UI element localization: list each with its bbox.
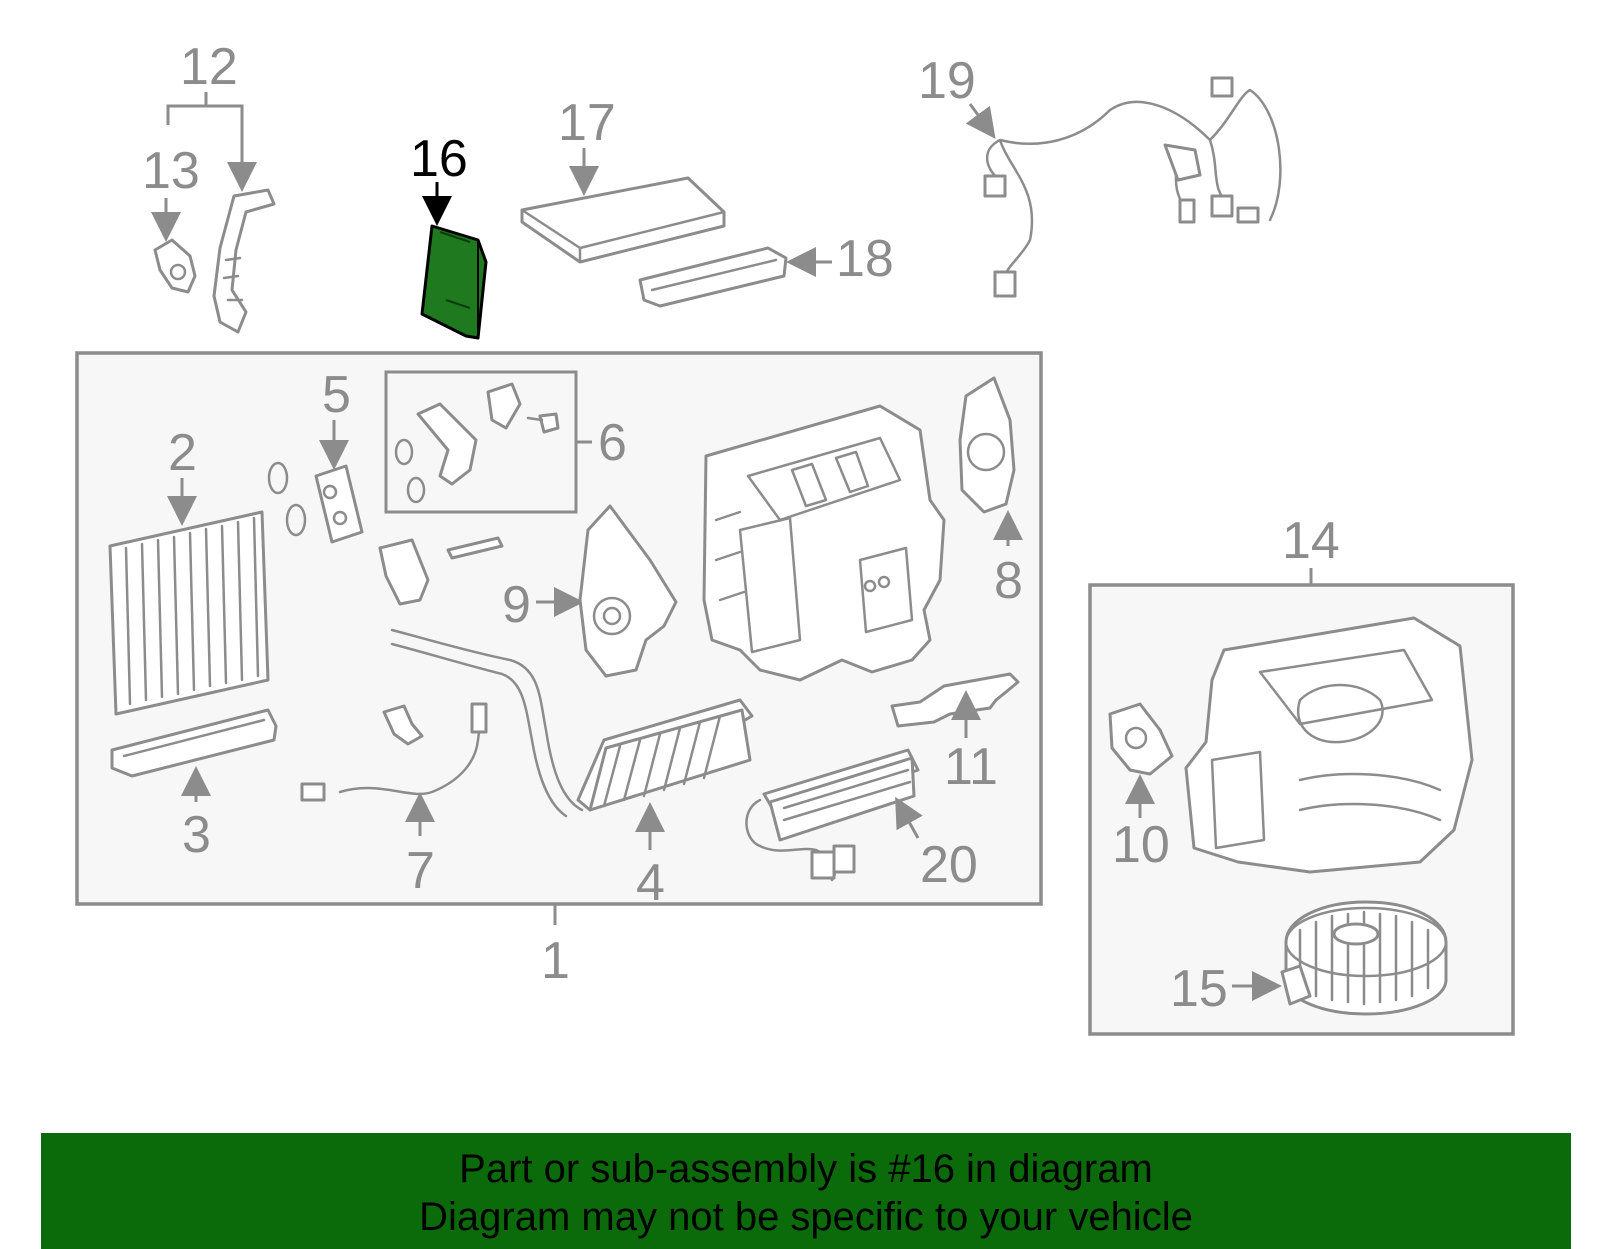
callout-1: 1 [541,932,570,990]
callout-16[interactable]: 16 [410,130,468,188]
callout-9: 9 [502,576,531,634]
callout-19: 19 [918,52,976,110]
part-19-wire-harness [983,76,1282,298]
banner-line-2: Diagram may not be specific to your vehi… [419,1195,1193,1239]
part-12-hose [212,188,276,334]
part-3-evaporator-cover [110,708,278,778]
part-7-sensor-wire [300,702,488,802]
callout-8: 8 [994,552,1023,610]
callout-6: 6 [598,414,627,472]
callout-13: 13 [142,142,200,200]
callout-4: 4 [636,854,665,912]
callout-17: 17 [558,94,616,152]
part-heater-pipes [390,628,584,818]
part-13-fitting [153,238,197,294]
part-15-blower-motor [1280,900,1448,1016]
part-heater-case [702,404,946,682]
callout-10: 10 [1112,816,1170,874]
part-16-control-module[interactable] [420,224,488,340]
callout-12: 12 [180,38,238,96]
callout-15: 15 [1170,960,1228,1018]
part-6-seal-kit [394,382,560,504]
callout-2: 2 [168,424,197,482]
part-18-filter-cover [638,246,788,308]
part-4-heater-core [576,698,754,812]
callout-3: 3 [182,806,211,864]
part-9-actuator [378,504,678,678]
part-17-cabin-filter [520,176,726,264]
callout-11: 11 [944,738,998,796]
banner-line-1: Part or sub-assembly is #16 in diagram [459,1147,1153,1191]
part-blower-case [1184,616,1474,874]
part-20-ptc-heater [745,748,920,882]
info-banner: Part or sub-assembly is #16 in diagram D… [41,1133,1571,1249]
callout-20: 20 [920,836,978,894]
callout-18: 18 [836,230,894,288]
part-8-cover-plate [958,376,1016,514]
part-2-evaporator [108,510,270,716]
callout-7: 7 [406,842,435,900]
part-5-expansion-valve [267,461,364,544]
callout-14: 14 [1282,512,1340,570]
callout-5: 5 [322,366,351,424]
part-10-blower-actuator [1108,702,1174,776]
